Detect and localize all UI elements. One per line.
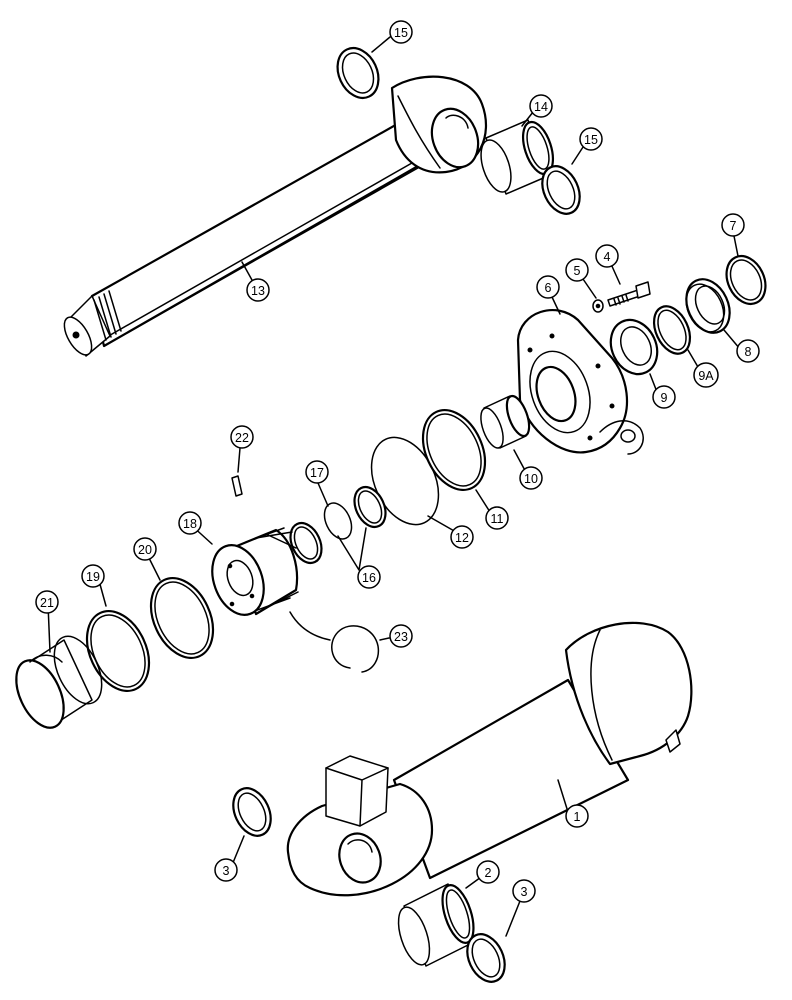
bushing-10 <box>480 394 531 449</box>
callout-21: 21 <box>35 590 59 614</box>
callout-19: 19 <box>81 564 105 588</box>
svg-text:14: 14 <box>534 100 548 114</box>
svg-text:6: 6 <box>545 281 552 295</box>
callout-9: 9 <box>652 385 676 409</box>
svg-text:19: 19 <box>86 570 100 584</box>
svg-text:3: 3 <box>521 885 528 899</box>
wear-ring-21 <box>15 635 103 729</box>
svg-text:16: 16 <box>362 571 376 585</box>
callout-10: 10 <box>519 466 543 490</box>
callout-6: 6 <box>536 275 560 299</box>
svg-text:1: 1 <box>574 810 581 824</box>
svg-text:21: 21 <box>40 596 54 610</box>
svg-text:8: 8 <box>745 345 752 359</box>
ring-20 <box>149 577 215 659</box>
svg-text:15: 15 <box>394 26 408 40</box>
callout-2: 2 <box>476 860 500 884</box>
wiper-8 <box>685 278 731 334</box>
callout-14: 14 <box>529 94 553 118</box>
lock-ring-23 <box>289 611 380 673</box>
cylinder-barrel <box>286 621 693 897</box>
svg-text:20: 20 <box>138 543 152 557</box>
o-ring-17 <box>323 502 353 540</box>
piston-18 <box>211 527 299 616</box>
svg-text:2: 2 <box>485 866 492 880</box>
svg-text:5: 5 <box>574 264 581 278</box>
screw-4 <box>607 281 651 307</box>
svg-text:9: 9 <box>661 391 668 405</box>
callout-17: 17 <box>305 460 329 484</box>
svg-text:3: 3 <box>223 864 230 878</box>
callout-13: 13 <box>246 278 270 302</box>
callout-7: 7 <box>721 213 745 237</box>
ring-19 <box>85 610 151 692</box>
gland-6 <box>516 309 644 455</box>
svg-text:10: 10 <box>524 472 538 486</box>
callout-22: 22 <box>230 425 254 449</box>
ring-15-top <box>336 47 380 99</box>
callout-4: 4 <box>595 244 619 268</box>
svg-text:4: 4 <box>604 250 611 264</box>
svg-text:23: 23 <box>394 630 408 644</box>
ring-3-left <box>232 787 272 837</box>
svg-text:9A: 9A <box>698 369 714 383</box>
seal-9 <box>609 318 659 376</box>
ring-7 <box>725 254 767 306</box>
callout-3b: 3 <box>512 879 536 903</box>
svg-text:22: 22 <box>235 431 249 445</box>
callout-3a: 3 <box>214 858 238 882</box>
callout-23: 23 <box>389 624 413 648</box>
callout-15b: 15 <box>579 127 603 151</box>
callout-5: 5 <box>565 258 589 282</box>
svg-text:17: 17 <box>310 466 324 480</box>
callout-15a: 15 <box>389 20 413 44</box>
ring-16-right <box>353 485 387 529</box>
callout-9a: 9A <box>693 362 719 388</box>
ring-3-right <box>466 933 506 983</box>
piston-rod <box>63 75 487 357</box>
ring-9a <box>652 305 692 355</box>
svg-text:12: 12 <box>455 531 469 545</box>
svg-text:18: 18 <box>183 517 197 531</box>
ring-16-left <box>289 521 323 565</box>
callout-12: 12 <box>450 525 474 549</box>
callout-8: 8 <box>736 339 760 363</box>
callout-16: 16 <box>357 565 381 589</box>
callout-11: 11 <box>485 506 509 530</box>
svg-text:7: 7 <box>730 219 737 233</box>
svg-text:13: 13 <box>251 284 265 298</box>
ring-15-right <box>541 165 581 215</box>
callout-18: 18 <box>178 511 202 535</box>
pin-22 <box>231 475 243 497</box>
callout-1: 1 <box>565 804 589 828</box>
washer-5 <box>592 299 604 313</box>
svg-text:15: 15 <box>584 133 598 147</box>
callout-20: 20 <box>133 537 157 561</box>
svg-text:11: 11 <box>491 512 504 526</box>
bushing-2 <box>397 883 475 967</box>
